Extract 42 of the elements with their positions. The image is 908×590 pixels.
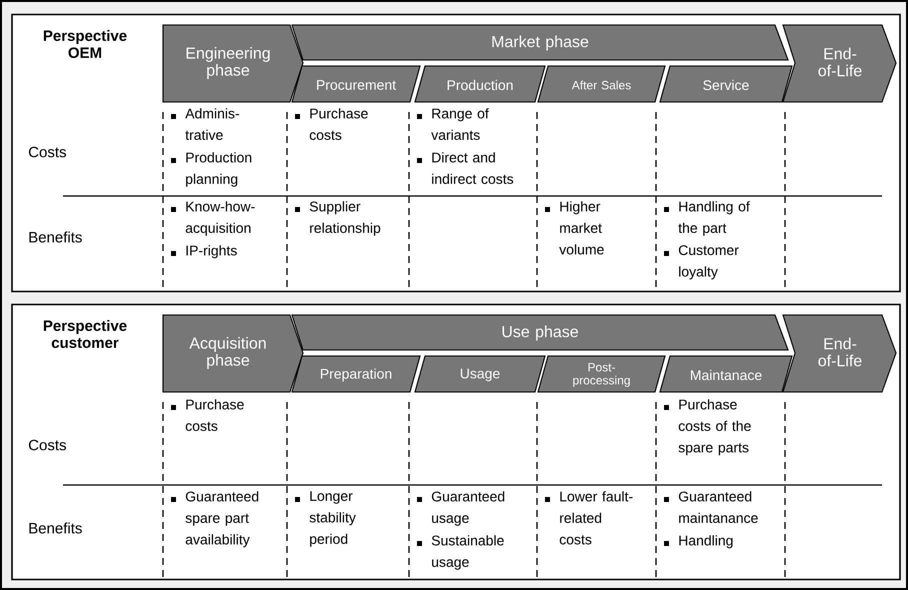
subphase-tab: Service [659, 65, 793, 103]
bullet-item: Range of variants [417, 108, 489, 140]
bullet-item: Higher market volume [545, 201, 604, 254]
phase-chevron: Engineering phase [162, 24, 304, 103]
bullet-item: Know-how-acquisition [171, 201, 255, 236]
bullet-item: Production planning [171, 152, 252, 187]
row-label: Costs [28, 440, 66, 450]
bullet-item: Adminis-trative [171, 108, 240, 140]
node-label: End-of-Life [818, 338, 862, 366]
end-chevron: End-of-Life [782, 314, 897, 393]
bullet-item: Handling of the part [664, 201, 750, 236]
bullet-item: Purchase costs of the spare parts [664, 399, 751, 456]
row-label: Costs [28, 146, 66, 158]
bullet-item: Lower fault-related costs [545, 491, 632, 544]
phase-band: Market phase [291, 24, 789, 61]
row-label: Benefits [29, 232, 82, 242]
subphase-tab: After Sales [537, 65, 666, 103]
panel-heading: Perspective OEM [44, 30, 127, 58]
bullet-item: Direct and indirect costs [417, 152, 514, 184]
phase-chevron: Acquisition phase [162, 314, 304, 393]
bullet-item: Guaranteed usage [417, 491, 504, 526]
subphase-tab: Preparation [291, 355, 421, 393]
bullet-item: Longer stability period [295, 491, 356, 547]
subphase-tab: Usage [414, 355, 546, 393]
subphase-tab: Procurement [291, 65, 421, 103]
bullet-item: Purchase costs [171, 399, 244, 431]
bullet-item: Supplier relationship [295, 201, 380, 236]
subphase-tab: Production [414, 65, 546, 103]
row-label: Benefits [29, 522, 82, 534]
bullet-item: Purchase costs [295, 108, 368, 140]
end-chevron: End-of-Life [782, 24, 897, 103]
bullet-item: IP-rights [171, 245, 237, 258]
bullet-item: Guaranteed maintanance [664, 491, 758, 523]
bullet-item: Customer loyalty [664, 245, 739, 280]
bullet-item: Guaranteed spare part availability [171, 491, 258, 548]
panel-heading: Perspective customer [44, 320, 127, 348]
bullet-item: Handling [664, 535, 733, 548]
phase-band: Use phase [291, 314, 789, 351]
subphase-tab: Maintanace [659, 355, 793, 393]
subphase-tab: Post-processing [537, 355, 666, 393]
bullet-item: Sustainable usage [417, 535, 504, 570]
node-label: End-of-Life [818, 48, 862, 76]
